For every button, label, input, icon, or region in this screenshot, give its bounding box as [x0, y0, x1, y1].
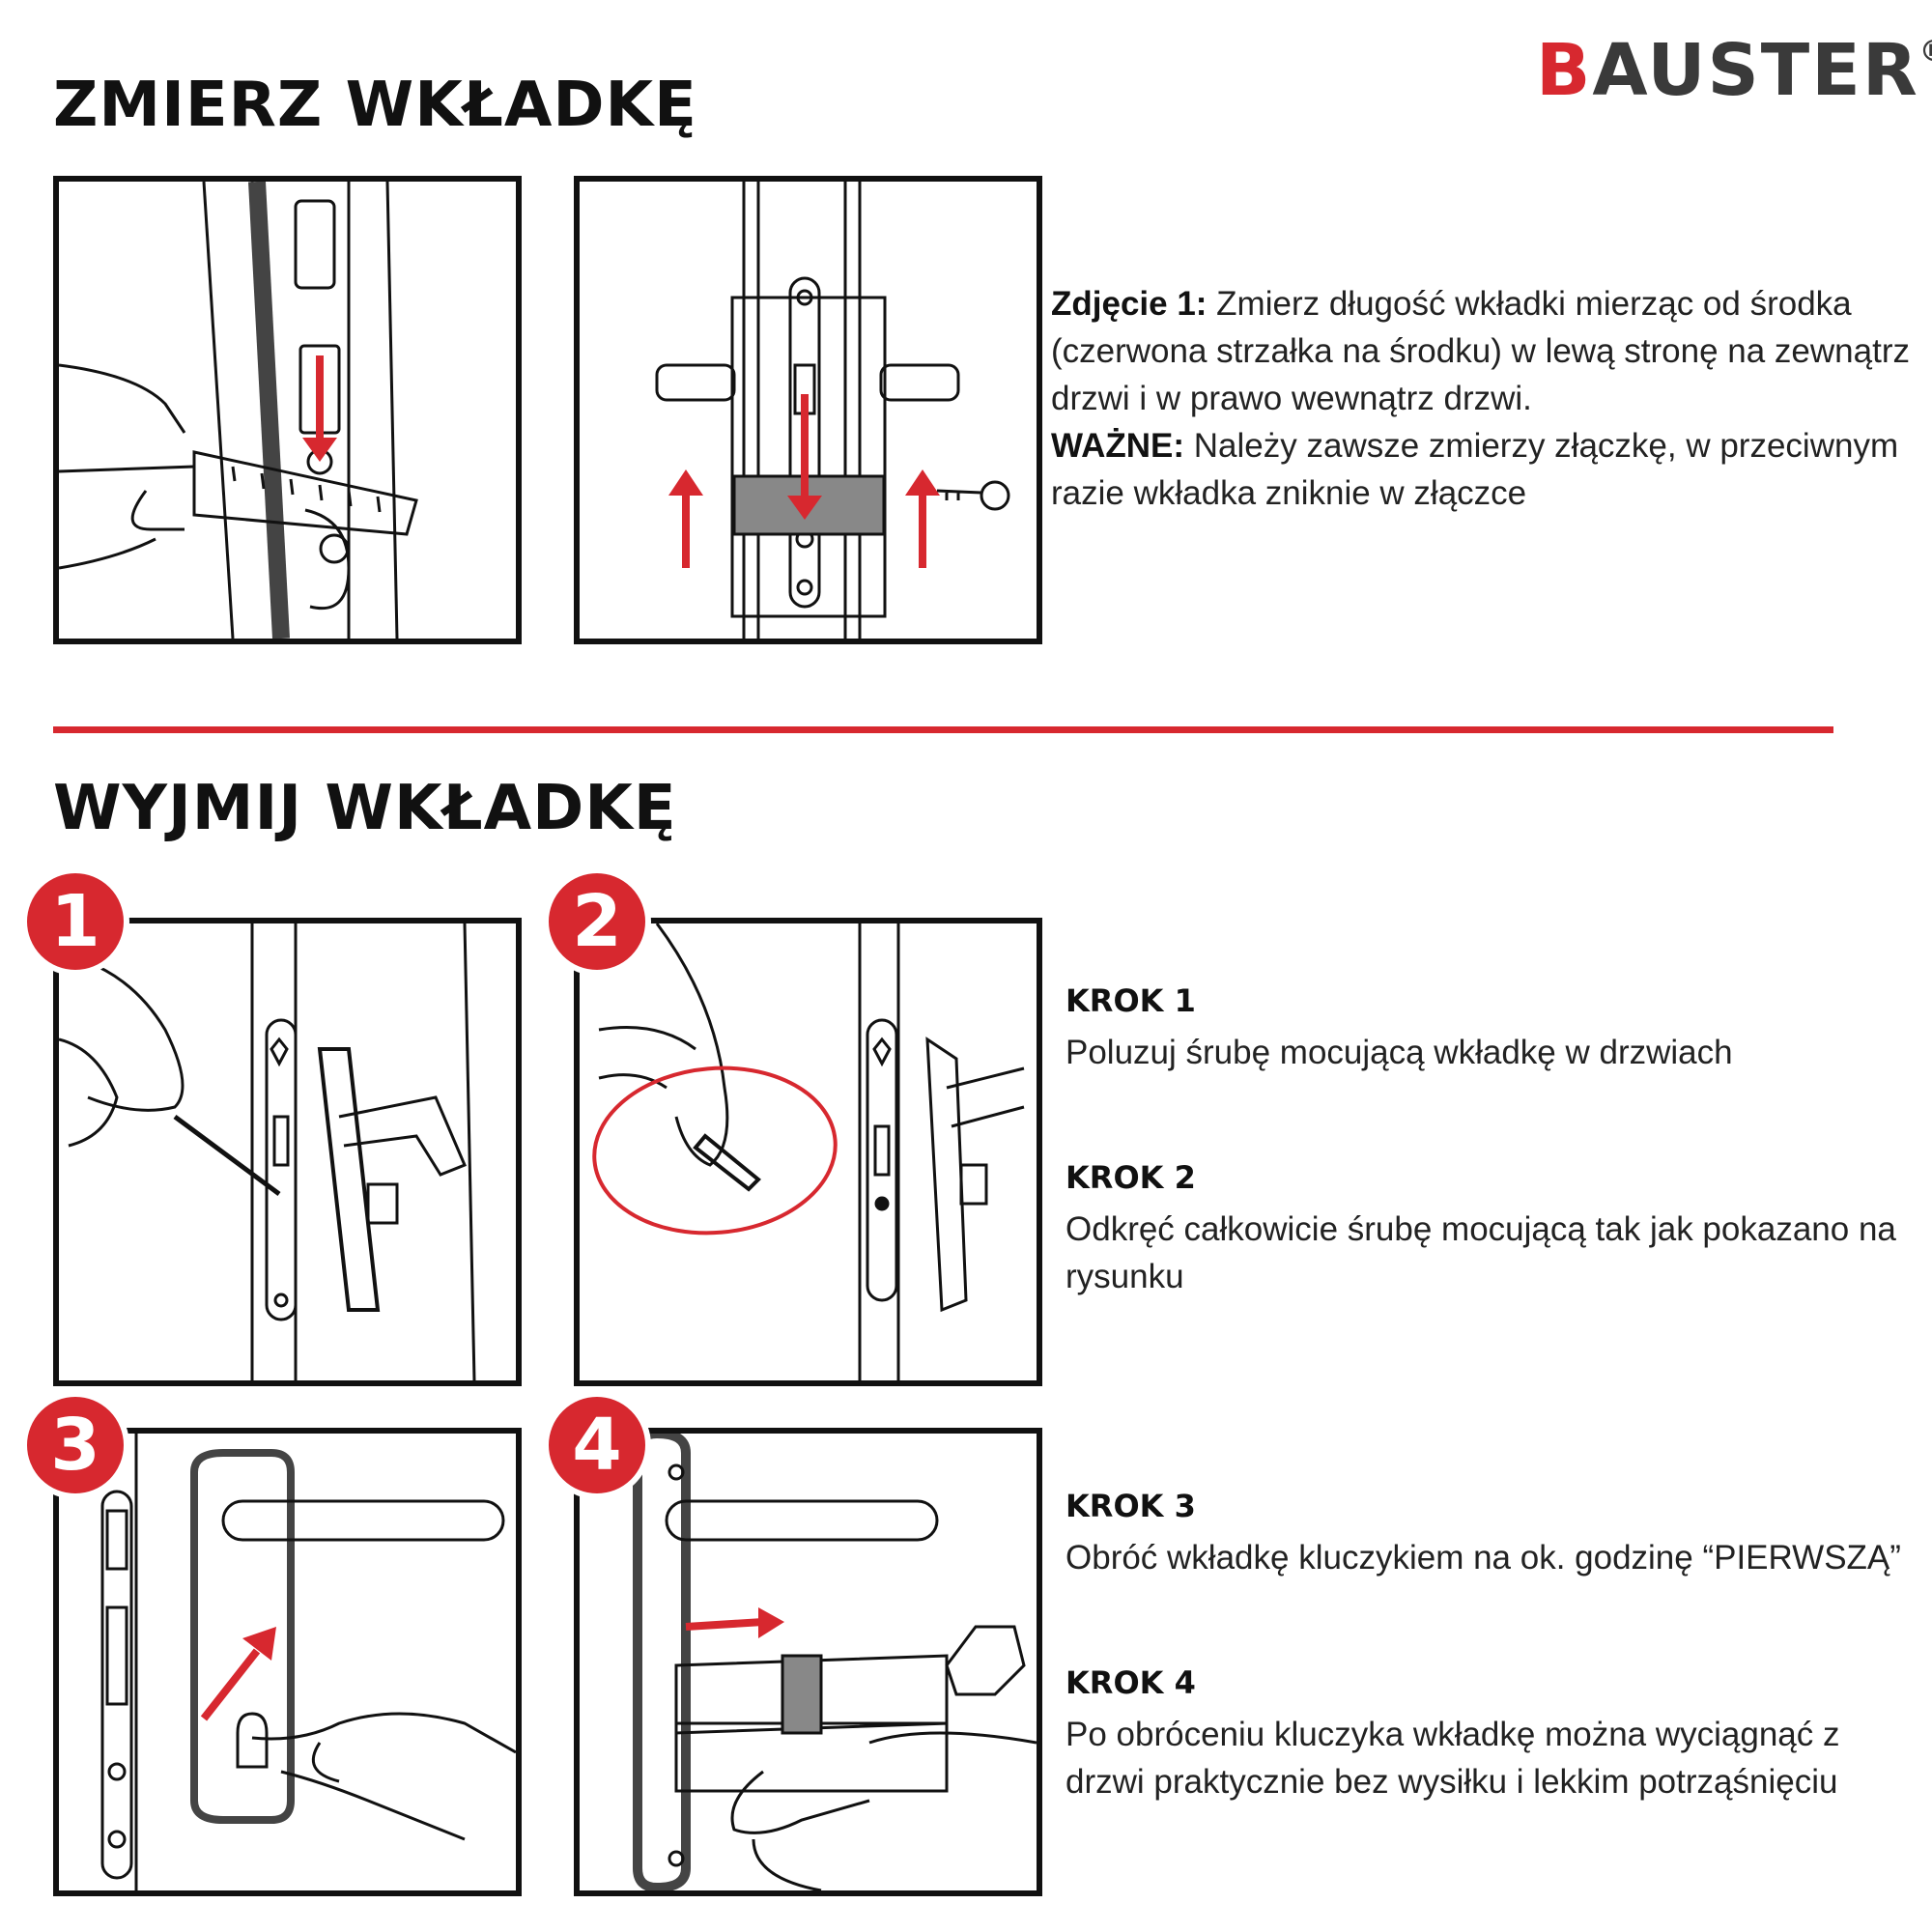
- photo-label: Zdjęcie 1:: [1051, 285, 1208, 323]
- measure-illustration-ruler: [53, 176, 522, 644]
- step-1-illustration: [53, 918, 522, 1386]
- step-2-title: KROK 2: [1065, 1159, 1196, 1196]
- step-2-description: KROK 2 Odkręć całkowicie śrubę mocującą …: [1065, 1154, 1916, 1300]
- step-4-text: Po obróceniu kluczyka wkładkę można wyci…: [1065, 1716, 1840, 1801]
- turn-key-drawing: [100, 1434, 516, 1890]
- step-1-title: KROK 1: [1065, 982, 1196, 1019]
- step-4-illustration: [574, 1428, 1042, 1896]
- measure-description: Zdjęcie 1: Zmierz długość wkładki mierzą…: [1051, 280, 1920, 517]
- door-ruler-drawing: [59, 182, 418, 639]
- step-4-badge: 4: [543, 1391, 651, 1499]
- important-label: WAŻNE:: [1051, 427, 1185, 465]
- step-2-illustration: [574, 918, 1042, 1386]
- screwdriver-loosen-drawing: [59, 923, 476, 1380]
- pull-cylinder-drawing: [633, 1434, 1037, 1890]
- remove-section-title: WYJMIJ WKŁADKĘ: [53, 773, 677, 844]
- step-3-title: KROK 3: [1065, 1488, 1196, 1524]
- step-4-title: KROK 4: [1065, 1664, 1196, 1701]
- logo-first-letter: B: [1536, 29, 1593, 112]
- cylinder-measure-drawing: [655, 182, 1010, 639]
- step-1-text: Poluzuj śrubę mocującą wkładkę w drzwiac…: [1065, 1034, 1733, 1071]
- bauster-logo: BAUSTER®: [1536, 29, 1932, 112]
- step-3-description: KROK 3 Obróć wkładkę kluczykiem na ok. g…: [1065, 1483, 1916, 1581]
- section-divider: [53, 726, 1833, 733]
- step-2-text: Odkręć całkowicie śrubę mocującą tak jak…: [1065, 1210, 1896, 1295]
- step-3-badge: 3: [21, 1391, 129, 1499]
- step-1-description: KROK 1 Poluzuj śrubę mocującą wkładkę w …: [1065, 978, 1916, 1076]
- photo-text: Zmierz długość wkładki mierząc od środka…: [1051, 285, 1910, 417]
- logo-text: AUSTER: [1592, 29, 1919, 112]
- step-4-description: KROK 4 Po obróceniu kluczyka wkładkę moż…: [1065, 1660, 1916, 1805]
- step-2-badge: 2: [543, 867, 651, 976]
- screw-removed-drawing: [592, 923, 1025, 1380]
- step-3-text: Obróć wkładkę kluczykiem na ok. godzinę …: [1065, 1539, 1901, 1577]
- step-1-badge: 1: [21, 867, 129, 976]
- step-3-illustration: [53, 1428, 522, 1896]
- measure-section-title: ZMIERZ WKŁADKĘ: [53, 70, 697, 141]
- important-text: Należy zawsze zmierzy złączkę, w przeciw…: [1051, 427, 1899, 512]
- registered-mark: ®: [1919, 35, 1932, 69]
- measure-illustration-cylinder: [574, 176, 1042, 644]
